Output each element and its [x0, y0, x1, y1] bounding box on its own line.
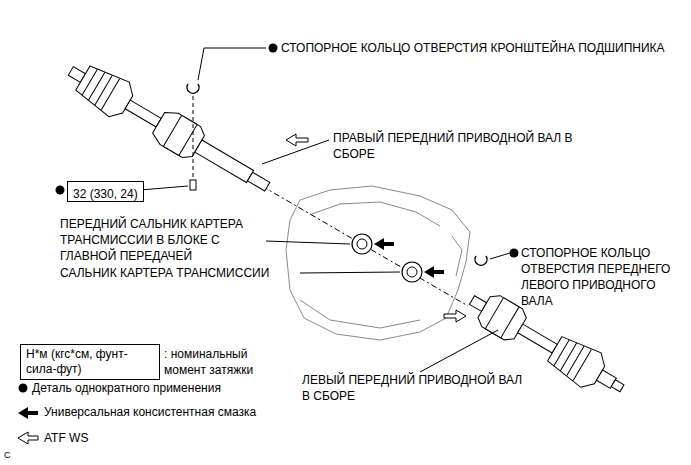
part-label: ПРАВЫЙ ПЕРЕДНИЙ ПРИВОДНОЙ ВАЛ В СБОРЕ: [333, 130, 573, 162]
single-use-dot: [19, 44, 519, 393]
transmission-housing: [286, 186, 470, 340]
bolt: [190, 96, 196, 190]
legend-grease-arrow: [18, 407, 38, 419]
legend-text: Деталь однократного применения: [32, 380, 292, 396]
oil-seal: [352, 234, 422, 282]
center-line: [262, 186, 468, 306]
legend-atf-arrow: [18, 432, 38, 444]
torque-value: 32 (330, 24): [73, 187, 138, 202]
snap-ring: [187, 84, 199, 93]
part-label: ЛЕВЫЙ ПЕРЕДНИЙ ПРИВОДНОЙ ВАЛ В СБОРЕ: [302, 372, 532, 404]
legend-text: : номинальный момент затяжки: [164, 346, 284, 378]
legend-text: ATF WS: [44, 430, 244, 446]
part-label: САЛЬНИК КАРТЕРА ТРАНСМИССИИ: [60, 265, 296, 281]
part-label: СТОПОРНОЕ КОЛЬЦО ОТВЕРСТИЯ КРОНШТЕЙНА ПО…: [281, 40, 686, 56]
right-drive-shaft: [61, 54, 278, 204]
part-label: ПЕРЕДНИЙ САЛЬНИК КАРТЕРА ТРАНСМИССИИ В Б…: [60, 216, 260, 264]
unit-text: Н*м (кгс*см, фунт-сила-фут): [26, 347, 154, 377]
figure-code: C: [4, 449, 24, 461]
leader-line: [140, 48, 510, 372]
snap-ring: [475, 256, 487, 265]
legend-text: Универсальная консистентная смазка: [44, 404, 344, 420]
atf-arrow: [286, 134, 466, 322]
part-label: СТОПОРНОЕ КОЛЬЦО ОТВЕРСТИЯ ПЕРЕДНЕГО ЛЕВ…: [521, 245, 686, 309]
legend-unit-box: Н*м (кгс*см, фунт-сила-фут): [20, 344, 160, 380]
torque-box: 32 (330, 24): [67, 181, 144, 202]
